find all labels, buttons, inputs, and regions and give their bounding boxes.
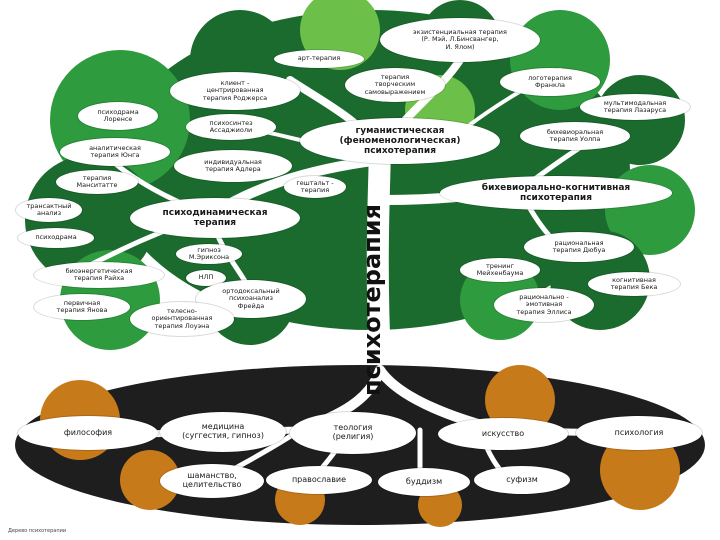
- branch-psychodynamic: психодинамическая терапия: [130, 198, 300, 238]
- root-art: искусство: [438, 418, 568, 450]
- root-shamanism: шаманство, целительство: [160, 464, 264, 498]
- branch-behavioral-cognitive: бихевиорально-когнитивная психотерапия: [440, 176, 672, 210]
- root-buddhism: буддизм: [378, 468, 470, 496]
- leaf-meichenbaum: тренинг Мейхенбаума: [460, 258, 540, 282]
- root-orthodoxy: православие: [266, 466, 372, 494]
- leaf-erickson: гипноз М.Эриксона: [176, 244, 242, 264]
- trunk-label: психотерапия: [352, 230, 392, 370]
- leaf-reich: биоэнергетическая терапия Райха: [34, 262, 164, 288]
- image-credit: Дерево психотерапии: [8, 528, 66, 534]
- leaf-beck: когнитивная терапия Бека: [588, 272, 680, 296]
- leaf-logotherapy: логотерапия Франкла: [500, 68, 600, 96]
- root-philosophy: философия: [18, 416, 158, 450]
- leaf-manchitatte: терапия Манситатте: [56, 170, 138, 194]
- leaf-dubois: рациональная терапия Дюбуа: [524, 232, 634, 262]
- leaf-ellis: рационально - эмотивная терапия Эллиса: [494, 288, 594, 322]
- leaf-psychodrama: психодрама: [18, 228, 94, 248]
- leaf-lowen: телесно- ориентированная терапия Лоуэна: [130, 302, 234, 336]
- leaf-creative-expression: терапия творческим самовыражением: [345, 68, 445, 102]
- leaf-gestalt: гештальт - терапия: [284, 176, 346, 198]
- trunk-label-text: психотерапия: [358, 204, 386, 396]
- leaf-existential: экзистенциальная терапия (Р. Мэй, Л.Бинс…: [380, 18, 540, 62]
- leaf-janov: первичная терапия Янова: [34, 294, 130, 320]
- root-theology: теология (религия): [290, 412, 416, 454]
- leaf-adler: индивидуальная терапия Адлера: [174, 150, 292, 182]
- root-sufism: суфизм: [474, 466, 570, 494]
- leaf-art-therapy: арт-терапия: [274, 50, 364, 68]
- leaf-transactional: трансактный анализ: [16, 198, 82, 222]
- leaf-wolpe: бихевиоральная терапия Уолпа: [520, 122, 630, 150]
- leaf-psychodrama-moreno: психодрама Лоренсе: [78, 102, 158, 130]
- root-psychology: психология: [576, 416, 702, 450]
- leaf-jung: аналитическая терапия Юнга: [60, 138, 170, 166]
- canopy-blob: [595, 75, 685, 165]
- leaf-rogers: клиент - центрированная терапия Роджерса: [170, 72, 300, 110]
- leaf-lazarus: мультимодальная терапия Лазаруса: [580, 94, 690, 120]
- leaf-psychosynthesis: психосинтез Ассаджиоли: [186, 114, 276, 140]
- root-medicine: медицина (суггестия, гипноз): [160, 412, 286, 452]
- branch-humanistic: гуманистическая (феноменологическая) пси…: [300, 118, 500, 164]
